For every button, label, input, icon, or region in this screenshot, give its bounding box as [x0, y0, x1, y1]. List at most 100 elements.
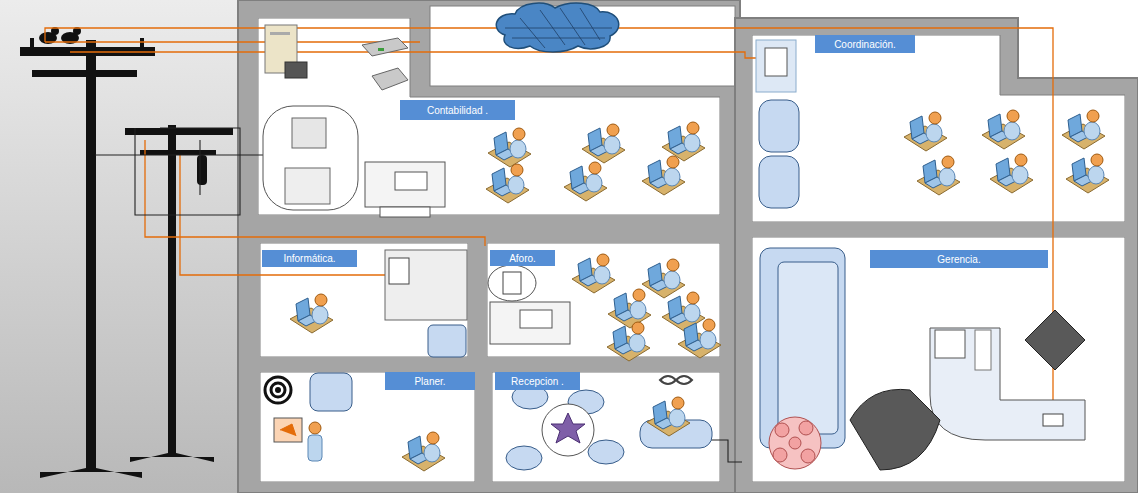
room-floor	[260, 243, 468, 357]
worker-desk	[1066, 154, 1109, 193]
room-outline	[752, 237, 1125, 482]
coffee-table	[542, 404, 594, 456]
orange-wire	[45, 28, 1053, 420]
room-box: Planer.	[260, 372, 475, 482]
wire	[135, 128, 240, 215]
person-body	[308, 435, 322, 461]
room-label: Planer.	[385, 372, 475, 390]
insulator	[140, 38, 144, 48]
armchair	[310, 373, 352, 411]
ip-phone	[389, 258, 409, 284]
cloud-shape	[496, 3, 618, 52]
bird-head	[73, 27, 81, 35]
worker-desk	[662, 122, 705, 161]
leaf	[789, 437, 801, 449]
copier	[365, 162, 445, 207]
phone-frame	[756, 40, 796, 92]
worker-desk	[607, 322, 650, 361]
leaf	[775, 423, 789, 437]
room-outline	[752, 35, 1125, 222]
utility-pole	[20, 27, 155, 478]
armchair	[759, 100, 799, 152]
armchair	[759, 156, 799, 208]
worker-desk	[678, 319, 721, 358]
armchair	[850, 389, 940, 470]
monitor	[285, 62, 307, 78]
room-box: Coordinación.	[752, 35, 1125, 222]
room-label: Contabilidad .	[400, 100, 515, 120]
wire	[180, 155, 392, 275]
worker-desk	[1062, 110, 1105, 149]
transformer	[197, 155, 207, 185]
copier	[490, 302, 570, 344]
lounge-chair	[512, 385, 548, 409]
leaf	[799, 421, 813, 435]
room-box: Gerencia.	[752, 237, 1125, 482]
worker-desk	[564, 162, 607, 201]
room-floor	[260, 372, 475, 482]
armchair	[428, 325, 466, 357]
chair	[1025, 310, 1085, 370]
worker-desk	[917, 156, 960, 195]
utility-pole	[125, 125, 233, 462]
room-label: Aforo.	[490, 250, 555, 266]
pole-base	[40, 468, 142, 478]
worker-desk	[982, 110, 1025, 149]
room-label: Gerencia.	[870, 250, 1048, 268]
monitor	[935, 330, 965, 358]
worker-desk	[904, 112, 947, 151]
copier-tray	[520, 310, 552, 328]
lounge-chair	[588, 440, 624, 464]
lounge-chair	[506, 446, 542, 470]
room-floor	[487, 243, 720, 357]
room-box: Informática.	[260, 243, 468, 357]
presentation-board	[274, 418, 302, 442]
room-label: Coordinación.	[815, 35, 915, 53]
fax-machine	[292, 118, 326, 148]
wire	[95, 154, 295, 155]
internet-cloud	[496, 3, 618, 52]
open-area	[430, 6, 735, 86]
worker-desk	[572, 254, 615, 293]
phone-area	[488, 265, 536, 301]
room-floor	[752, 35, 1125, 222]
room-label: Informática.	[262, 250, 357, 267]
pole-crossarm	[20, 47, 155, 56]
cloud-mesh	[505, 8, 612, 48]
room-box: Aforo.	[487, 243, 720, 357]
building-wall	[238, 0, 740, 493]
building-wall	[735, 18, 1138, 493]
drive-bay	[270, 32, 290, 35]
ip-phone	[1043, 414, 1063, 426]
wire	[700, 440, 742, 462]
knot-icon	[660, 376, 692, 384]
wire	[45, 28, 1053, 420]
worker-desk	[582, 124, 625, 163]
network-switch	[372, 68, 408, 90]
board-graphic	[280, 424, 296, 436]
worker-desk	[642, 156, 685, 195]
plant	[769, 417, 821, 469]
worker-desk	[662, 292, 705, 331]
bird-head	[51, 27, 59, 35]
server	[265, 25, 307, 78]
room-floor	[752, 237, 1125, 482]
executive-desk	[930, 328, 1085, 440]
pole-base	[130, 453, 214, 462]
ring	[271, 383, 285, 397]
wire	[199, 140, 200, 195]
flower	[551, 413, 585, 443]
worker-desk	[642, 259, 685, 298]
worker-desk	[647, 397, 690, 436]
room-label: Recepcion .	[495, 372, 580, 390]
worker-desk	[990, 154, 1033, 193]
ring	[265, 377, 291, 403]
lounge-chair	[568, 390, 604, 414]
pole-shaft	[168, 125, 176, 457]
ip-phone	[503, 272, 521, 294]
switch-led	[378, 48, 384, 51]
equipment-area	[263, 106, 358, 210]
